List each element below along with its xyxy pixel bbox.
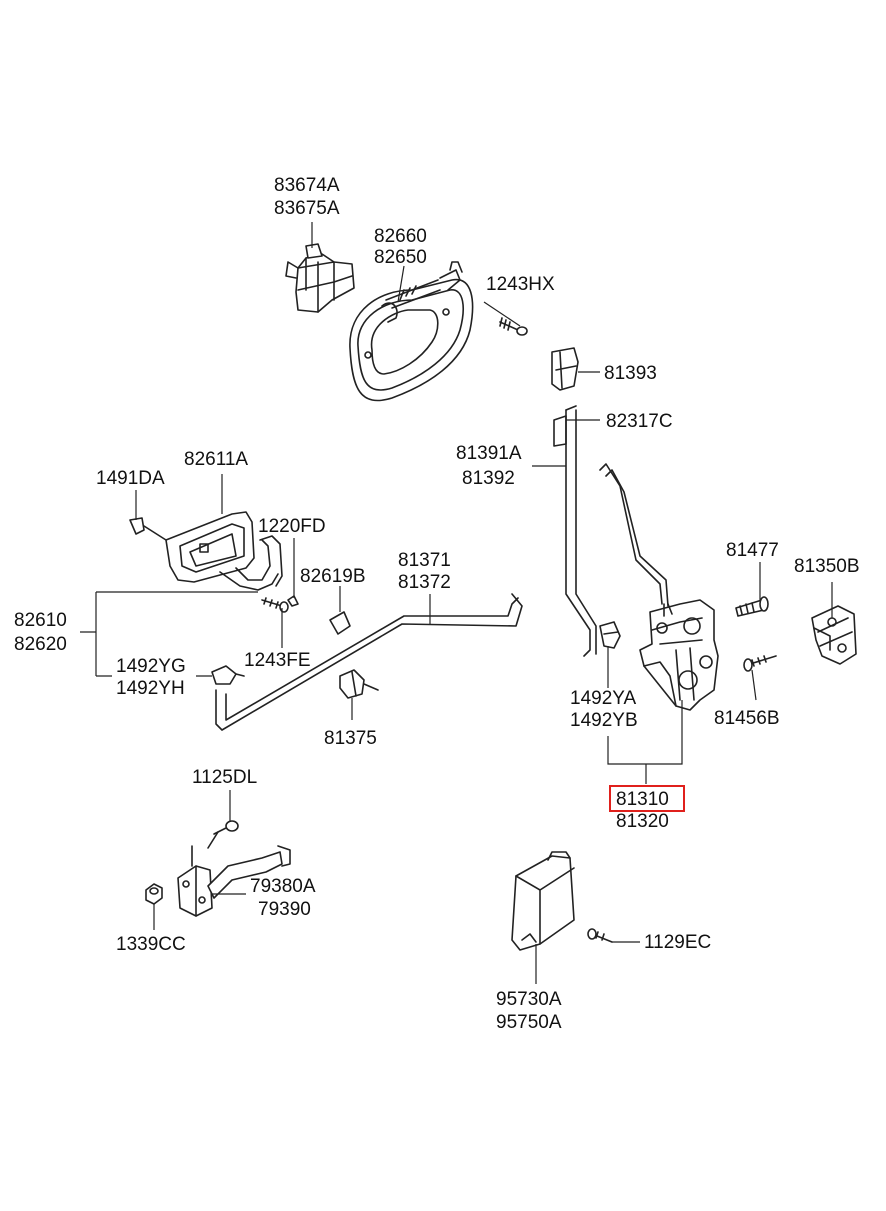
label-82317C: 82317C xyxy=(606,411,673,432)
label-79390: 79390 xyxy=(258,899,311,920)
label-81391A: 81391A xyxy=(456,443,522,464)
label-82620: 82620 xyxy=(14,634,67,655)
clip-81393-part xyxy=(551,347,579,391)
rod-81371-part xyxy=(215,593,523,731)
label-82611A: 82611A xyxy=(184,449,248,470)
bolt-81477-part xyxy=(735,596,769,617)
door-lock-assembly-part xyxy=(639,599,719,711)
label-95750A: 95750A xyxy=(496,1012,562,1033)
highlight-box xyxy=(609,785,685,812)
label-1492YG: 1492YG xyxy=(116,656,186,677)
label-1125DL: 1125DL xyxy=(192,767,257,788)
label-1492YB: 1492YB xyxy=(570,710,638,731)
label-82619B: 82619B xyxy=(300,566,366,587)
control-module-part xyxy=(511,851,575,951)
label-81375: 81375 xyxy=(324,728,377,749)
clip-81375-part xyxy=(339,669,379,699)
label-81392: 81392 xyxy=(462,468,515,489)
label-95730A: 95730A xyxy=(496,989,562,1010)
label-1220FD: 1220FD xyxy=(258,516,326,537)
label-81350B: 81350B xyxy=(794,556,860,577)
label-1129EC: 1129EC xyxy=(644,932,711,953)
label-83674A: 83674A xyxy=(274,175,340,196)
label-79380A: 79380A xyxy=(250,876,316,897)
screw-1243fe-part xyxy=(261,597,289,613)
clip-1492ya-part xyxy=(599,621,621,649)
label-81310: 81310 xyxy=(616,789,669,810)
label-81393: 81393 xyxy=(604,363,657,384)
label-1492YH: 1492YH xyxy=(116,678,185,699)
inside-handle-part xyxy=(165,511,283,591)
bracket-clip-part xyxy=(285,243,355,313)
clip-82317c-part xyxy=(553,415,567,447)
label-1243FE: 1243FE xyxy=(244,650,311,671)
screw-81456b-part xyxy=(743,655,777,672)
label-82660: 82660 xyxy=(374,226,427,247)
clip-1492yg-part xyxy=(211,665,245,685)
screw-1220fd-part xyxy=(287,595,299,607)
label-1243HX: 1243HX xyxy=(486,274,555,295)
label-81456B: 81456B xyxy=(714,708,780,729)
label-81372: 81372 xyxy=(398,572,451,593)
screw-1243hx-part xyxy=(499,317,528,336)
label-81371: 81371 xyxy=(398,550,451,571)
label-82650: 82650 xyxy=(374,247,427,268)
label-1491DA: 1491DA xyxy=(96,468,165,489)
leader-lines xyxy=(80,222,833,984)
striker-81350b-part xyxy=(811,605,857,665)
label-83675A: 83675A xyxy=(274,198,340,219)
pad-82619b-part xyxy=(329,611,351,635)
label-81477: 81477 xyxy=(726,540,779,561)
rod-81391a-part xyxy=(565,405,597,657)
label-1492YA: 1492YA xyxy=(570,688,637,709)
label-1339CC: 1339CC xyxy=(116,934,186,955)
nut-1339cc-part xyxy=(145,883,163,905)
bolt-1125dl-part xyxy=(213,820,239,835)
label-82610: 82610 xyxy=(14,610,67,631)
door-checker-part xyxy=(177,831,291,917)
screw-1129ec-part xyxy=(587,928,613,943)
label-81320: 81320 xyxy=(616,811,669,832)
lock-rod-part xyxy=(599,463,669,607)
outside-handle-part xyxy=(349,261,474,402)
screw-1491da-part xyxy=(129,517,167,541)
